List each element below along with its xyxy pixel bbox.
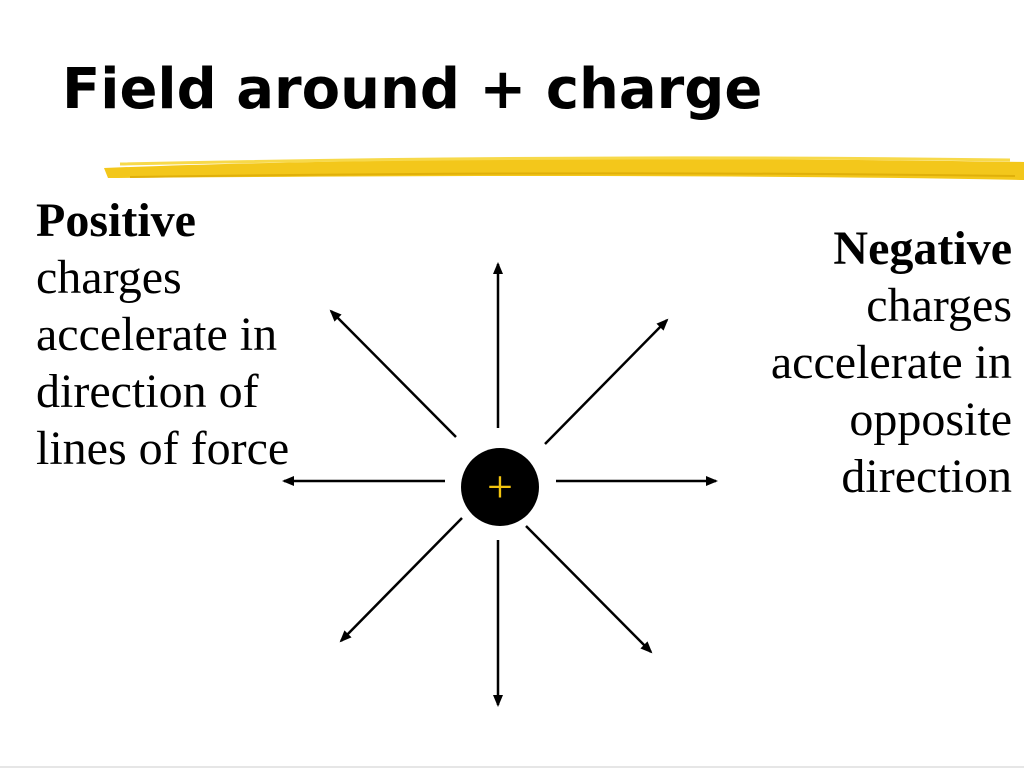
slide-title: Field around + charge xyxy=(62,57,763,122)
negative-body: charges accelerate in opposite direction xyxy=(770,279,1012,504)
plus-charge-symbol: + xyxy=(487,461,513,512)
positive-heading: Positive xyxy=(36,194,196,247)
title-underline xyxy=(104,156,1024,180)
positive-charge-text: Positive charges accelerate in direction… xyxy=(36,192,306,478)
positive-charge-circle xyxy=(461,448,539,526)
field-line-down-left xyxy=(339,517,463,643)
positive-body: charges accelerate in direction of lines… xyxy=(36,251,290,476)
field-line-up-left xyxy=(329,309,457,438)
slide-bottom-border xyxy=(0,766,1024,768)
field-line-down-right xyxy=(525,525,653,654)
negative-heading: Negative xyxy=(833,222,1012,275)
negative-charge-text: Negative charges accelerate in opposite … xyxy=(672,220,1012,506)
field-line-up-right xyxy=(544,318,669,445)
